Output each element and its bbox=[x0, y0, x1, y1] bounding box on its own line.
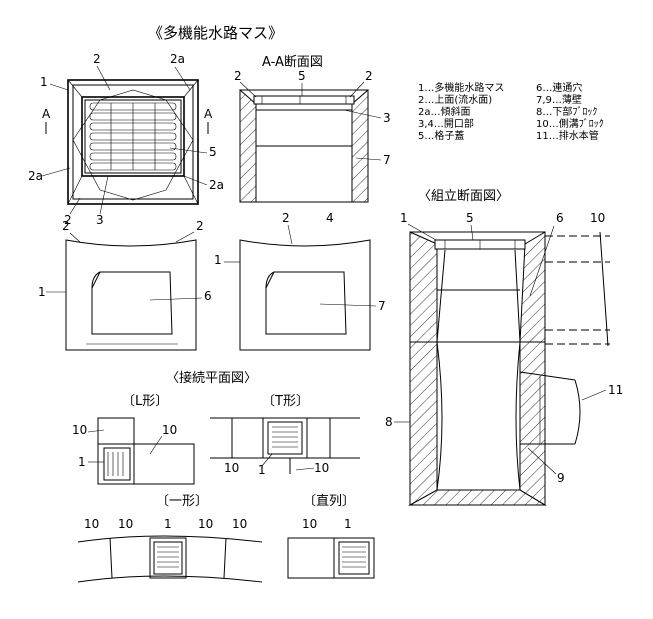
svg-text:10: 10 bbox=[162, 423, 177, 437]
assembly-labels: 1 5 6 10 11 8 9 bbox=[385, 211, 623, 485]
straight-type-diagram: 10 10 1 10 10 bbox=[77, 517, 263, 583]
l-type-label: 〔L形〕 bbox=[122, 394, 168, 409]
side-left-labels: 1 2 2 6 bbox=[38, 219, 212, 303]
svg-text:1: 1 bbox=[38, 285, 46, 299]
svg-text:2a: 2a bbox=[28, 169, 43, 183]
svg-text:10: 10 bbox=[590, 211, 605, 225]
svg-text:2: 2 bbox=[365, 69, 373, 83]
legend-item: 1…多機能水路マス bbox=[418, 81, 504, 94]
svg-text:1: 1 bbox=[214, 253, 222, 267]
assembly-section bbox=[408, 231, 610, 506]
aa-labels: 2 5 2 3 7 4 bbox=[234, 69, 391, 225]
section-mark-right: A bbox=[204, 107, 213, 121]
legend-item: 7,9…薄壁 bbox=[536, 93, 582, 106]
svg-text:10: 10 bbox=[72, 423, 87, 437]
legend-item: 3,4…開口部 bbox=[418, 117, 474, 130]
section-mark-left: A bbox=[42, 107, 51, 121]
main-title: 《多機能水路マス》 bbox=[148, 24, 283, 42]
svg-text:6: 6 bbox=[556, 211, 564, 225]
svg-text:10: 10 bbox=[224, 461, 239, 475]
assembly-title: 〈組立断面図〉 bbox=[418, 189, 509, 204]
svg-text:10: 10 bbox=[118, 517, 133, 531]
legend-right: 6…連通穴 7,9…薄壁 8…下部ﾌﾞﾛｯｸ 10…側溝ﾌﾞﾛｯｸ 11…排水本… bbox=[536, 81, 604, 142]
connection-title: 〈接続平面図〉 bbox=[166, 370, 257, 386]
section-aa-title: A-A断面図 bbox=[262, 55, 323, 70]
svg-text:2: 2 bbox=[93, 52, 101, 66]
svg-text:2: 2 bbox=[62, 219, 70, 233]
t-type-diagram: 10 1 10 bbox=[210, 417, 360, 477]
svg-text:1: 1 bbox=[400, 211, 408, 225]
series-type-label: 〔直列〕 bbox=[303, 494, 355, 509]
svg-text:1: 1 bbox=[164, 517, 172, 531]
plan-labels: 1 2 2a 5 2a 2a 2 3 bbox=[28, 52, 224, 227]
svg-text:2: 2 bbox=[282, 211, 290, 225]
svg-text:10: 10 bbox=[232, 517, 247, 531]
svg-text:1: 1 bbox=[258, 463, 266, 477]
svg-text:10: 10 bbox=[84, 517, 99, 531]
svg-text:9: 9 bbox=[557, 471, 565, 485]
svg-text:10: 10 bbox=[198, 517, 213, 531]
side-view-left bbox=[65, 239, 197, 351]
legend-item: 11…排水本管 bbox=[536, 129, 599, 142]
legend-item: 8…下部ﾌﾞﾛｯｸ bbox=[536, 105, 597, 118]
svg-text:1: 1 bbox=[78, 455, 86, 469]
svg-text:2: 2 bbox=[64, 213, 72, 227]
svg-text:10: 10 bbox=[314, 461, 329, 475]
side-right-labels: 1 2 7 bbox=[214, 211, 386, 313]
svg-text:1: 1 bbox=[344, 517, 352, 531]
svg-text:3: 3 bbox=[96, 213, 104, 227]
svg-text:2a: 2a bbox=[209, 178, 224, 192]
svg-text:10: 10 bbox=[302, 517, 317, 531]
plan-grate-slots bbox=[89, 102, 177, 171]
svg-text:4: 4 bbox=[326, 211, 334, 225]
svg-text:8: 8 bbox=[385, 415, 393, 429]
svg-text:2a: 2a bbox=[170, 52, 185, 66]
side-view-right bbox=[239, 239, 371, 351]
svg-text:1: 1 bbox=[40, 75, 48, 89]
legend-left: 1…多機能水路マス 2…上面(流水面) 2a…傾斜面 3,4…開口部 5…格子蓋 bbox=[418, 81, 504, 142]
series-type-diagram: 10 1 bbox=[287, 517, 375, 579]
legend-item: 2…上面(流水面) bbox=[418, 93, 492, 106]
t-type-label: 〔T形〕 bbox=[262, 394, 309, 409]
svg-text:2: 2 bbox=[196, 219, 204, 233]
svg-text:5: 5 bbox=[209, 145, 217, 159]
svg-text:7: 7 bbox=[383, 153, 391, 167]
svg-text:5: 5 bbox=[466, 211, 474, 225]
aa-section-view bbox=[239, 88, 369, 203]
legend-item: 10…側溝ﾌﾞﾛｯｸ bbox=[536, 117, 604, 130]
l-type-diagram: 10 10 1 bbox=[72, 417, 195, 485]
legend-item: 2a…傾斜面 bbox=[418, 105, 471, 118]
svg-text:2: 2 bbox=[234, 69, 242, 83]
straight-type-label: 〔一形〕 bbox=[156, 494, 208, 509]
svg-text:5: 5 bbox=[298, 69, 306, 83]
svg-text:6: 6 bbox=[204, 289, 212, 303]
legend-item: 5…格子蓋 bbox=[418, 129, 464, 142]
plan-view: A A bbox=[42, 79, 213, 205]
svg-text:7: 7 bbox=[378, 299, 386, 313]
svg-text:3: 3 bbox=[383, 111, 391, 125]
svg-text:11: 11 bbox=[608, 383, 623, 397]
legend-item: 6…連通穴 bbox=[536, 81, 582, 94]
